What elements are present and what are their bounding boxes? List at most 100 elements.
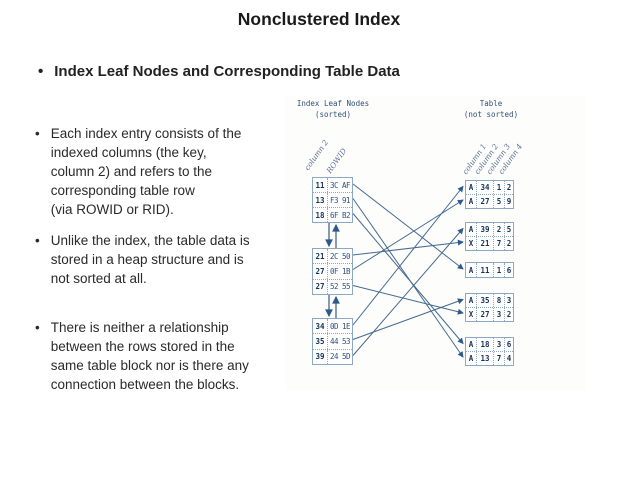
table-cell: 2 [504, 237, 513, 250]
table-cell: A [468, 197, 474, 206]
index-key-cell: 27 [313, 279, 328, 294]
bullet-item: • Each index entry consists of the indexe… [35, 124, 303, 219]
index-key-cell: 21 [313, 249, 328, 264]
table-cell: 1 [493, 263, 504, 277]
table-cell: 1 [493, 181, 504, 194]
bullet-icon: • [35, 126, 40, 141]
table-cell: 3 [504, 294, 513, 307]
rowid-connection-arrow [352, 185, 464, 326]
index-leaf-nodes-header-line2: (sorted) [314, 110, 352, 119]
table-cell: A [468, 265, 474, 275]
table-cell: 39 [476, 223, 493, 236]
index-key-cell: 13 [313, 193, 328, 207]
bullet-icon: • [35, 320, 40, 335]
rowid-connection-arrow [352, 239, 464, 256]
table-cell: A [468, 340, 474, 349]
bullet-icon: • [38, 63, 44, 80]
table-cell: 13 [476, 352, 493, 365]
table-cell: 6 [504, 338, 513, 351]
rowid-cell: 24 5D [329, 352, 351, 362]
rowid-cell: 6F B2 [329, 210, 351, 220]
section-heading: • Index Leaf Nodes and Corresponding Tab… [38, 62, 400, 82]
rowid-connection-arrow [352, 198, 464, 358]
table-cell: 2 [493, 223, 504, 236]
table-cell: A [468, 296, 474, 305]
bullet-icon: • [35, 233, 40, 248]
index-leaf-nodes-header-line1: Index Leaf Nodes [296, 99, 370, 108]
rowid-connection-arrow [352, 213, 464, 345]
table-header-line2: (not sorted) [463, 110, 519, 119]
table-cell: 5 [504, 223, 513, 236]
table-cell: 34 [476, 181, 493, 194]
table-cell: 3 [493, 308, 504, 321]
bullet-item: • There is neither a relationship between… [35, 318, 303, 394]
bullet-text: Each index entry consists of the indexed… [50, 126, 242, 217]
table-cell: 6 [504, 263, 513, 277]
index-column-label: ROWID [324, 146, 349, 175]
index-key-cell: 18 [313, 208, 328, 222]
table-header-line1: Table [479, 99, 503, 108]
index-key-cell: 39 [313, 349, 328, 364]
table-cell: 11 [476, 263, 493, 277]
table-cell: A [468, 225, 474, 234]
table-cell: 4 [504, 352, 513, 365]
rowid-cell: 52 55 [329, 282, 351, 292]
index-key-cell: 34 [313, 319, 328, 334]
rowid-cell: F3 91 [329, 195, 351, 205]
index-leaf-nodes-header: Index Leaf Nodes (sorted) [285, 98, 381, 120]
table-cell: 8 [493, 294, 504, 307]
nonclustered-index-diagram: Index Leaf Nodes (sorted) Table (not sor… [285, 96, 585, 391]
table-cell: 21 [476, 237, 493, 250]
index-key-cell: 27 [313, 264, 328, 279]
rowid-cell: 44 53 [329, 336, 351, 346]
table-cell: 27 [476, 308, 493, 321]
bullet-text: Unlike the index, the table data is stor… [50, 233, 250, 286]
table-cell: 3 [493, 338, 504, 351]
table-cell: 7 [493, 237, 504, 250]
rowid-cell: 0D 1E [329, 321, 351, 331]
index-key-cell: 35 [313, 334, 328, 349]
table-cell: X [468, 239, 474, 248]
table-cell: X [468, 310, 474, 319]
section-heading-label: Index Leaf Nodes and Corresponding Table… [54, 63, 400, 80]
index-key-cell: 11 [313, 178, 328, 192]
table-cell: 35 [476, 294, 493, 307]
table-cell: 5 [493, 195, 504, 208]
table-cell: 2 [504, 181, 513, 194]
table-cell: 7 [493, 352, 504, 365]
table-cell: 2 [504, 308, 513, 321]
rowid-connection-arrow [352, 285, 464, 315]
table-header: Table (not sorted) [443, 98, 539, 120]
page-title: Nonclustered Index [237, 9, 401, 29]
rowid-connection-arrow [352, 183, 464, 270]
rowid-cell: 2C 50 [329, 251, 351, 261]
bullet-text: There is neither a relationship between … [50, 320, 249, 392]
table-cell: A [468, 354, 474, 363]
